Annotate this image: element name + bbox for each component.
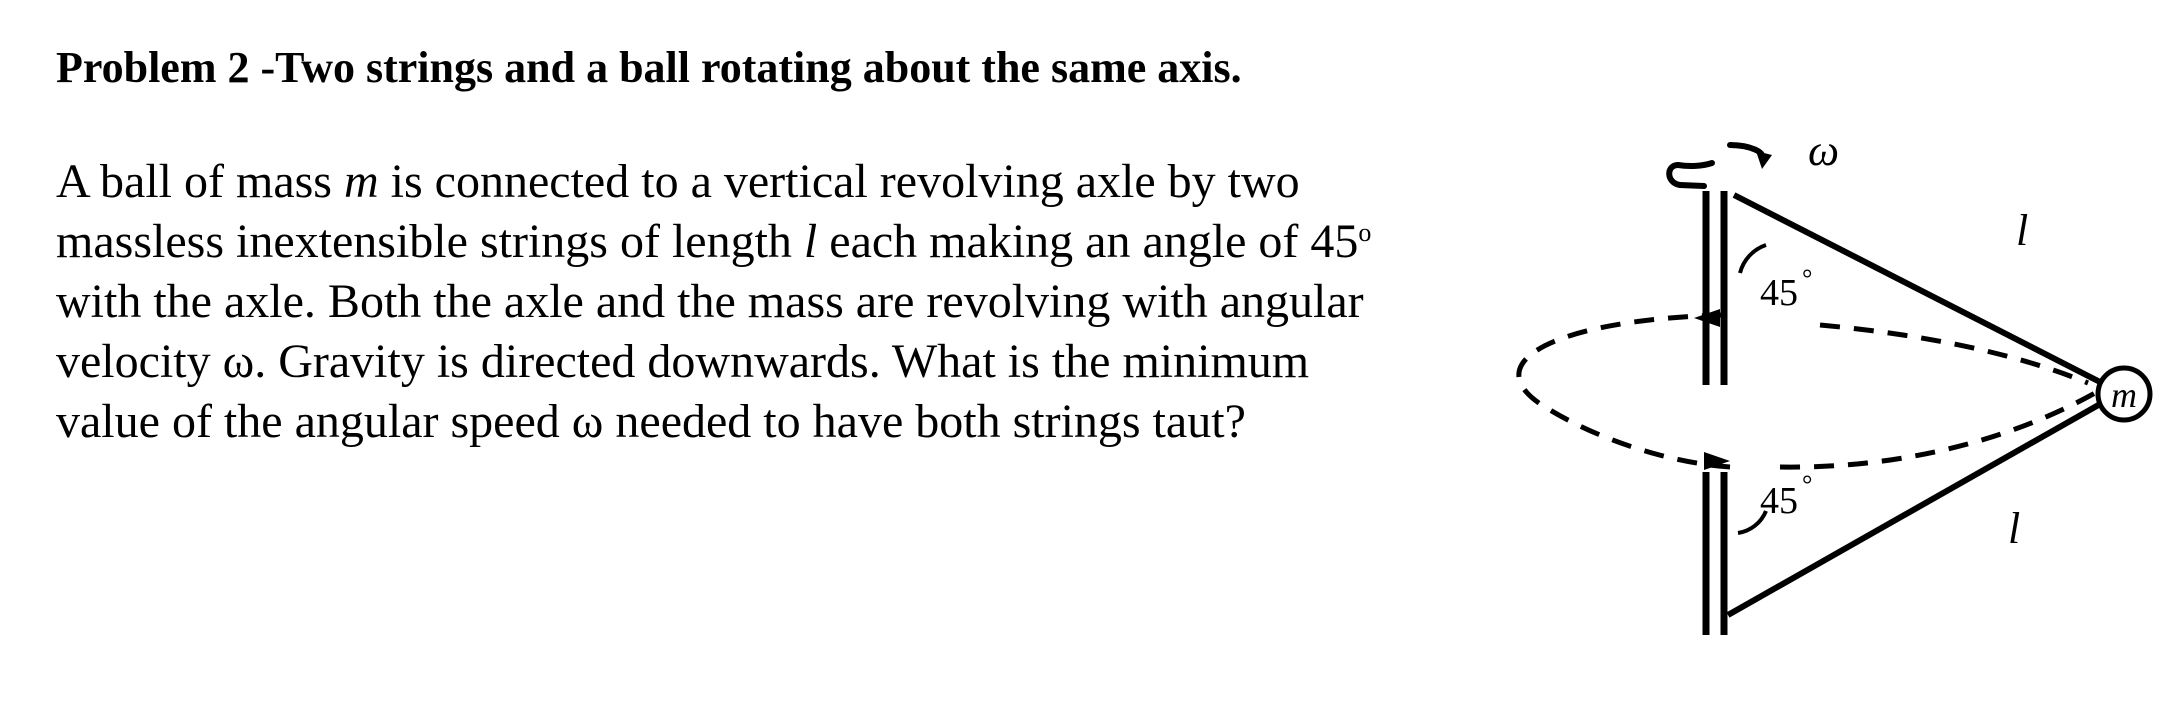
line-1-text-a: A ball of mass <box>56 155 344 208</box>
upper-angle-arc <box>1738 243 1767 274</box>
upper-length-label: l <box>2016 206 2028 255</box>
statement-line-5: value of the angular speed ω needed to h… <box>56 395 1246 448</box>
lower-string <box>1726 400 2104 618</box>
lower-axle <box>1702 472 1728 635</box>
upper-string <box>1732 192 2104 386</box>
degree-superscript: o <box>1358 218 1372 247</box>
rotating-ball-diagram: ω l l 45 ° 45 ° m <box>1516 126 2153 635</box>
ball <box>2095 365 2153 423</box>
upper-axle <box>1702 191 1728 385</box>
upper-angle-label: 45 <box>1760 272 1798 314</box>
omega-label: ω <box>1808 126 1839 175</box>
lower-angle-label: 45 <box>1760 480 1798 522</box>
statement-line-1: A ball of mass m is connected to a verti… <box>56 152 1476 212</box>
problem-title: Problem 2 -Two strings and a ball rotati… <box>56 43 1242 92</box>
orbit-direction-arrow-icon <box>1694 309 1730 470</box>
statement-line-4: velocity ω. Gravity is directed downward… <box>56 335 1310 388</box>
problem-statement: A ball of mass m is connected to a verti… <box>56 152 1476 452</box>
line-2-text-a: massless inextensible strings of length <box>56 215 804 268</box>
line-2-text-b: each making an angle of 45 <box>817 215 1359 268</box>
statement-line-3: with the axle. Both the axle and the mas… <box>56 275 1364 328</box>
line-1-text-b: is connected to a vertical revolving axl… <box>378 155 1300 208</box>
upper-angle-degree: ° <box>1802 264 1812 293</box>
mass-symbol: m <box>343 155 379 208</box>
lower-length-label: l <box>2008 504 2020 553</box>
length-symbol: l <box>803 215 818 268</box>
lower-angle-degree: ° <box>1802 470 1812 499</box>
lower-angle-arc <box>1737 510 1768 535</box>
orbit-path <box>1516 312 2097 470</box>
rotation-arrow-icon <box>1666 142 1772 189</box>
statement-line-2: massless inextensible strings of length … <box>56 212 1476 272</box>
mass-label: m <box>2111 375 2137 415</box>
